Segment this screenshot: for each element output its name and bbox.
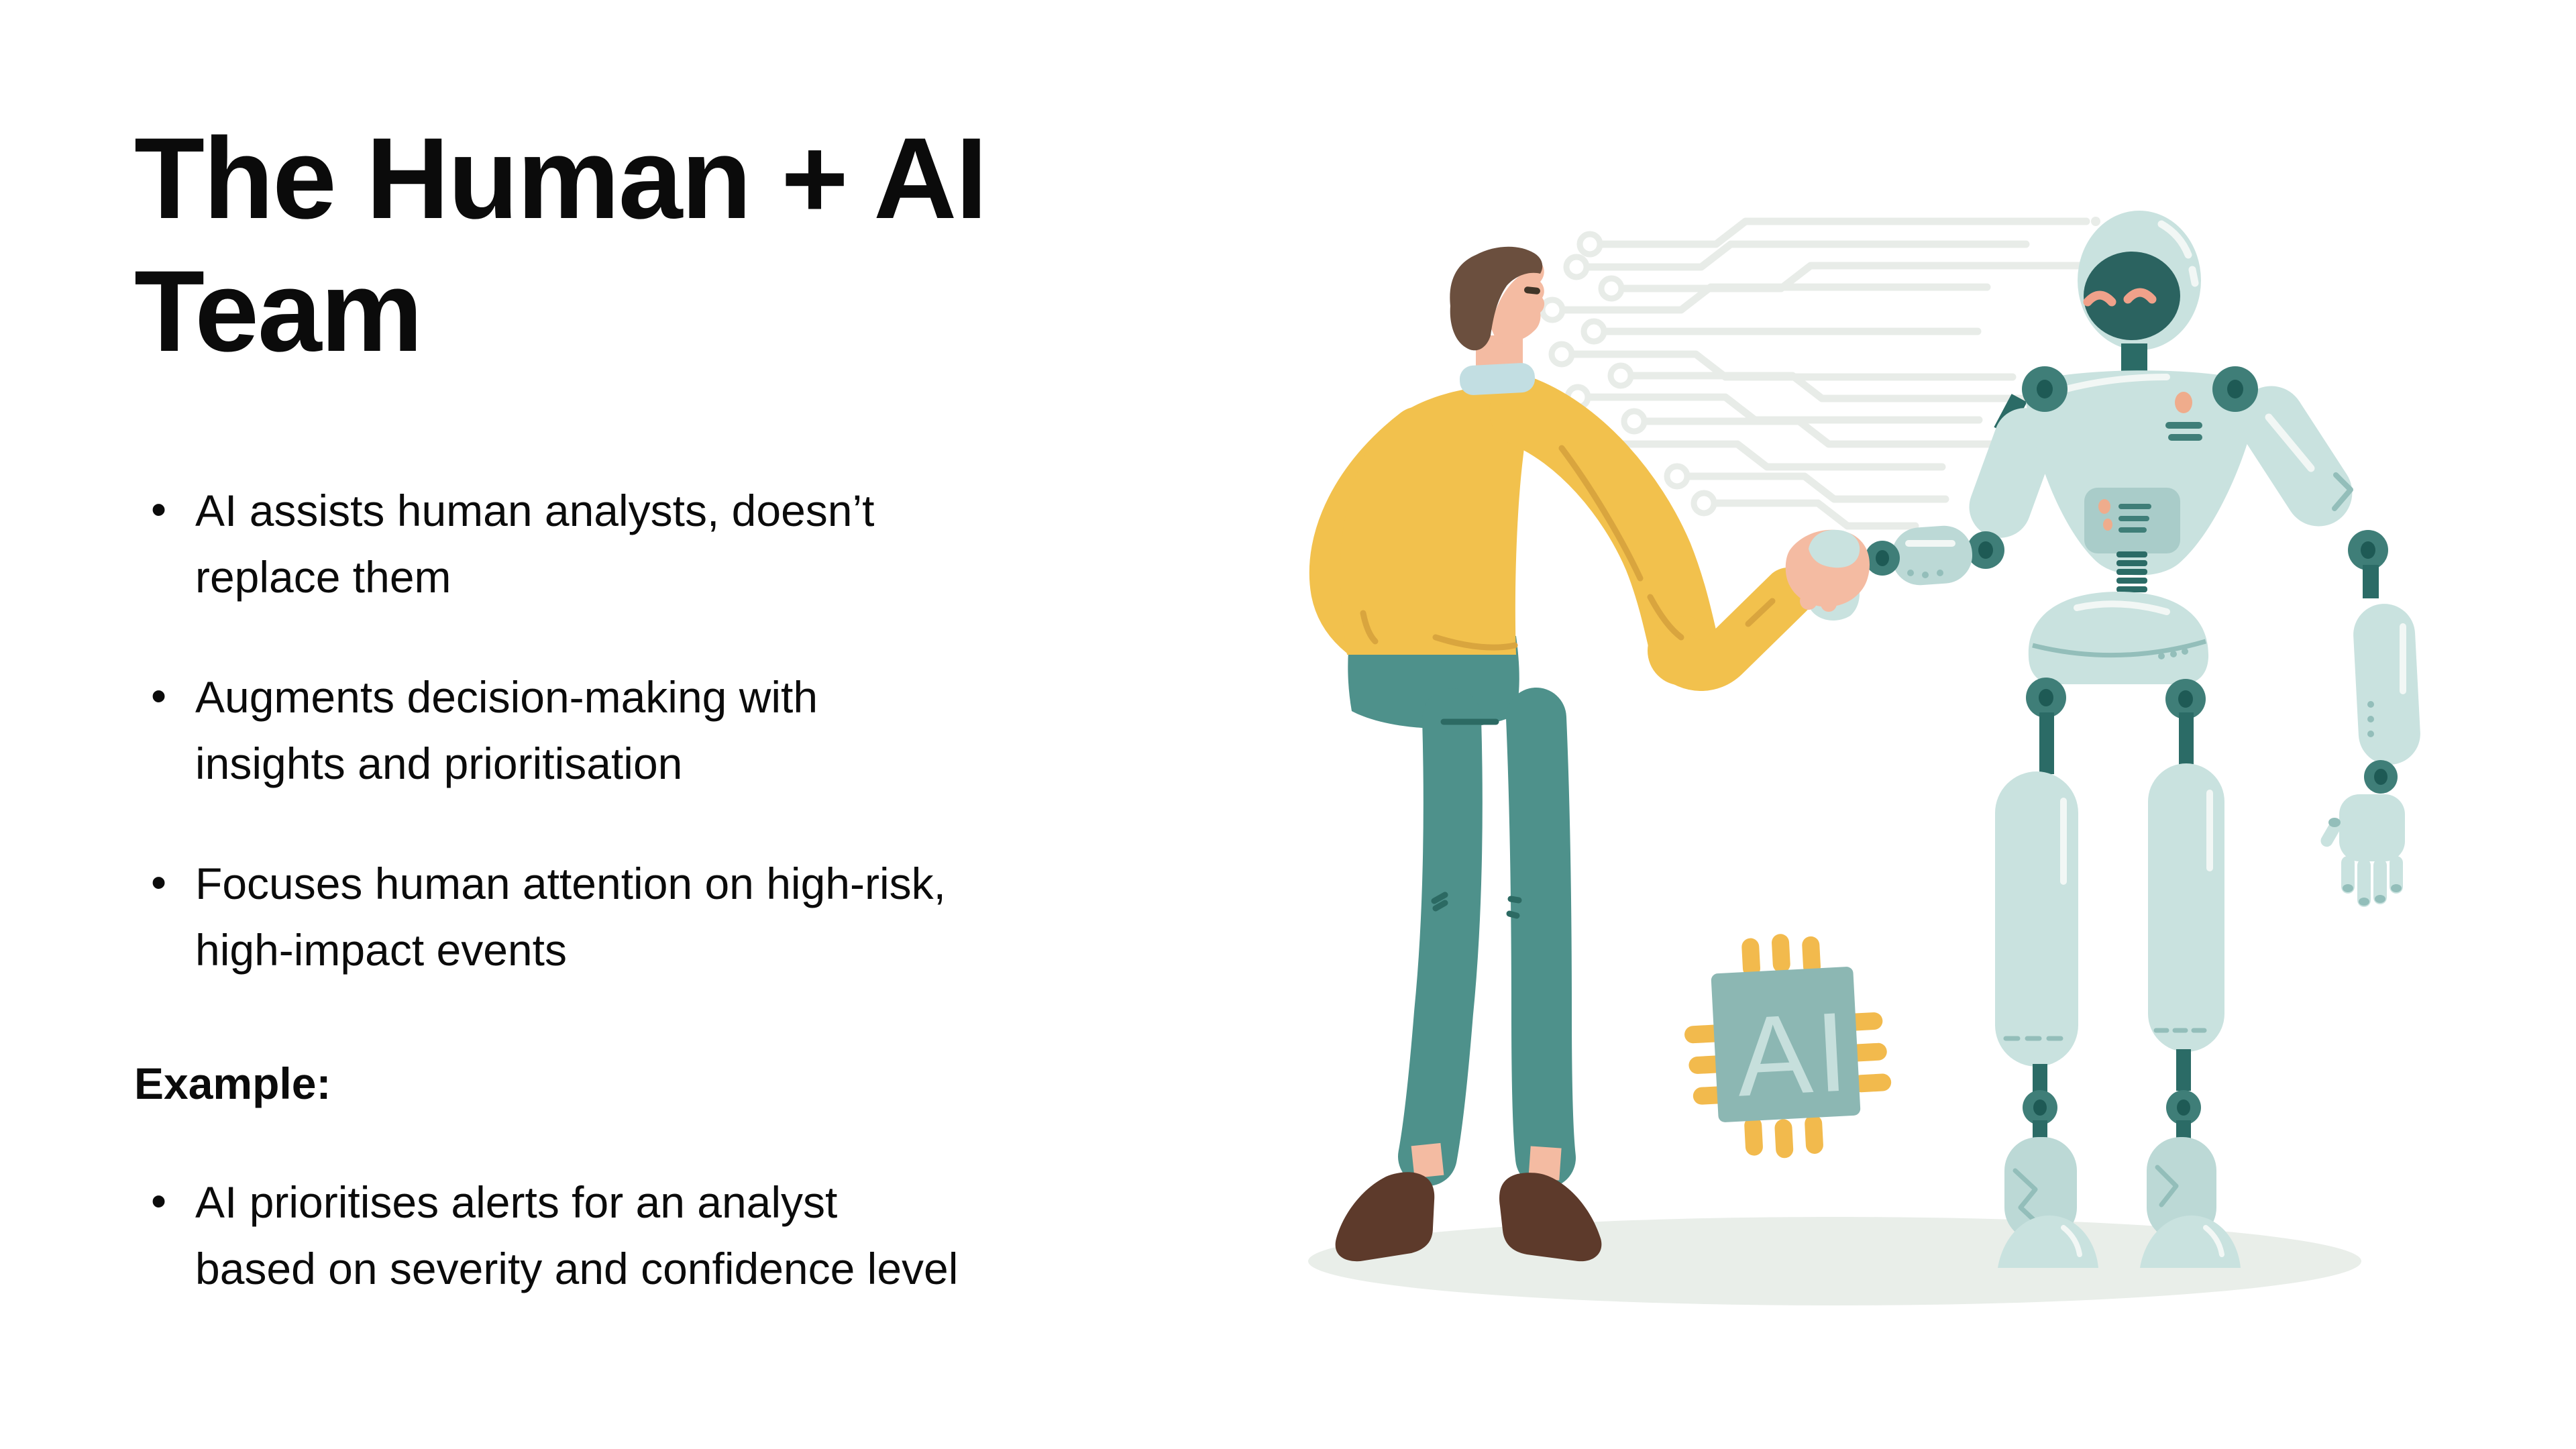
bullet-item: AI assists human analysts, doesn’t repla… [151, 476, 964, 610]
human-torso [1340, 387, 1528, 655]
robot-foot [1998, 1215, 2098, 1268]
robot-eyes [2083, 288, 2157, 307]
handshake [1785, 529, 1870, 621]
robot-head-highlight [2157, 220, 2199, 287]
human-shoe-right [1499, 1173, 1602, 1262]
human-ankle [1528, 1146, 1562, 1181]
human-shoe-left [1335, 1172, 1435, 1262]
human-arm-right [1489, 377, 1719, 680]
robot-leg-left [1995, 678, 2098, 1268]
human-figure [1309, 246, 1814, 1262]
robot-leg-right [2140, 679, 2241, 1268]
bullet-item: Focuses human attention on high-risk, hi… [151, 849, 964, 983]
robot-pelvis [2028, 592, 2209, 684]
robot-thumb [1809, 529, 1860, 568]
example-heading: Example: [134, 1058, 331, 1108]
human-hair [1450, 246, 1543, 351]
robot-hand-left [2320, 794, 2405, 907]
ai-chip-icon: AI [1684, 934, 1892, 1159]
sweater-folds [1360, 445, 1776, 651]
human-ankle [1411, 1142, 1444, 1179]
bullet-item: Augments decision-making with insights a… [151, 663, 964, 797]
human-collar [1459, 363, 1536, 395]
robot-arm-left [2235, 386, 2420, 907]
human-ai-handshake-illustration: AI [1308, 211, 2420, 1305]
bullet-list: AI assists human analysts, doesn’t repla… [134, 476, 1181, 983]
page-title: The Human + AI Team [134, 114, 987, 376]
robot-spine [2116, 551, 2147, 592]
circuit-traces-icon [1539, 217, 2109, 530]
example-bullet-list: AI prioritises alerts for an analyst bas… [134, 1168, 1181, 1302]
ai-chip-body [1711, 967, 1861, 1122]
robot-torso [2025, 370, 2259, 576]
human-face [1491, 263, 1545, 343]
text-column: The Human + AI Team AI assists human ana… [134, 113, 1181, 1356]
bullet-item: AI prioritises alerts for an analyst bas… [151, 1168, 964, 1302]
human-pants [1348, 636, 1576, 1188]
ai-chip-label: AI [1733, 988, 1854, 1120]
robot-foot [2140, 1215, 2241, 1268]
robot-chest-dot [2175, 392, 2192, 413]
human-eyebrow [1524, 286, 1540, 294]
robot-figure [1807, 211, 2420, 1268]
